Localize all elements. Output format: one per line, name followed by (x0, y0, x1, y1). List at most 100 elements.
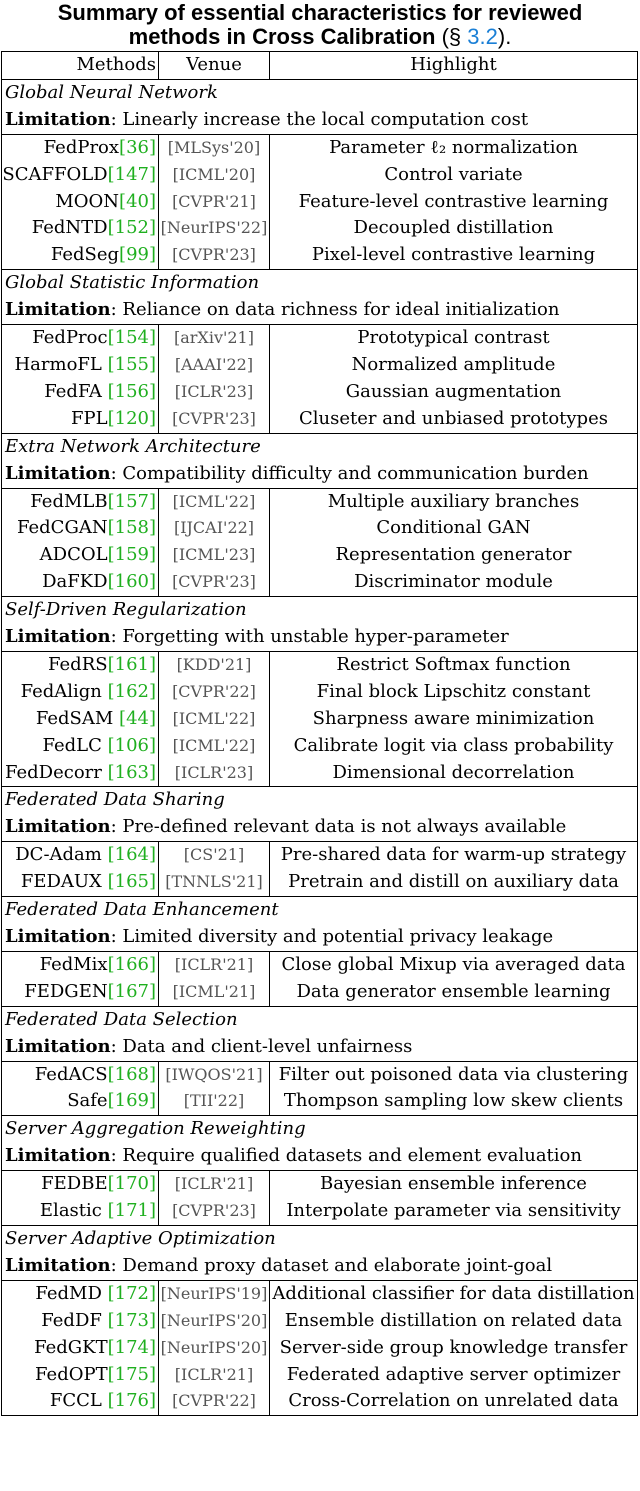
venue-cell: [ICLR'21] (158, 1361, 270, 1389)
highlight-cell: Filter out poisoned data via clustering (269, 1061, 638, 1089)
limitation-text: : Data and client-level unfairness (110, 1035, 413, 1057)
limitation-cell: Limitation: Compatibility difficulty and… (1, 460, 638, 489)
citation-link[interactable]: [175] (107, 1363, 156, 1385)
method-name: SCAFFOLD (2, 163, 108, 185)
citation-link[interactable]: [120] (107, 407, 156, 429)
citation-link[interactable]: [152] (107, 217, 156, 239)
method-cell: FedOPT[175] (1, 1361, 159, 1389)
category-name: Self-Driven Regularization (1, 596, 638, 625)
limitation-cell: Limitation: Reliance on data richness fo… (1, 297, 638, 326)
citation-link[interactable]: [160] (107, 571, 156, 593)
citation-link[interactable]: [40] (119, 190, 156, 212)
citation-link[interactable]: [166] (107, 953, 156, 975)
header-venue: Venue (158, 51, 270, 80)
table-caption: Summary of essential characteristics for… (0, 0, 640, 51)
method-name: FedCGAN (17, 517, 108, 539)
category-row: Server Adaptive Optimization (1, 1224, 638, 1253)
table-row: FedCGAN[158][IJCAI'22]Conditional GAN (1, 515, 638, 543)
citation-link[interactable]: [171] (107, 1200, 156, 1222)
citation-link[interactable]: [99] (119, 244, 156, 266)
highlight-cell: Parameter ℓ₂ normalization (269, 134, 638, 162)
limitation-row: Limitation: Linearly increase the local … (1, 106, 638, 135)
category-row: Global Statistic Information (1, 269, 638, 298)
limitation-row: Limitation: Forgetting with unstable hyp… (1, 624, 638, 652)
citation-link[interactable]: [174] (107, 1336, 156, 1358)
method-name: FedProc (32, 327, 108, 349)
limitation-text: : Demand proxy dataset and elaborate joi… (110, 1254, 553, 1276)
limitation-cell: Limitation: Demand proxy dataset and ela… (1, 1252, 638, 1281)
limitation-label: Limitation (5, 816, 111, 838)
limitation-row: Limitation: Reliance on data richness fo… (1, 297, 638, 326)
venue-cell: [NeurIPS'20] (158, 1307, 270, 1335)
citation-link[interactable]: [155] (107, 353, 156, 375)
highlight-cell: Discriminator module (269, 569, 638, 598)
table-row: FedFA [156][ICLR'23]Gaussian augmentatio… (1, 378, 638, 406)
limitation-cell: Limitation: Data and client-level unfair… (1, 1033, 638, 1062)
category-row: Extra Network Architecture (1, 432, 638, 461)
venue-cell: [ICML'23] (158, 542, 270, 570)
method-cell: DC-Adam [164] (1, 841, 159, 870)
venue-cell: [CVPR'21] (158, 188, 270, 216)
venue-cell: [CS'21] (158, 841, 270, 870)
table-row: FedSeg[99][CVPR'23]Pixel-level contrasti… (1, 242, 638, 271)
method-cell: FedSeg[99] (1, 242, 159, 271)
limitation-label: Limitation (5, 1145, 111, 1167)
method-cell: FedDF [173] (1, 1307, 159, 1335)
highlight-cell: Server-side group knowledge transfer (269, 1334, 638, 1362)
highlight-cell: Multiple auxiliary branches (269, 488, 638, 516)
category-row: Federated Data Selection (1, 1005, 638, 1034)
citation-link[interactable]: [158] (107, 517, 156, 539)
citation-link[interactable]: [170] (107, 1173, 156, 1195)
citation-link[interactable]: [162] (107, 680, 156, 702)
citation-link[interactable]: [173] (107, 1309, 156, 1331)
venue-cell: [ICML'21] (158, 978, 270, 1007)
citation-link[interactable]: [176] (107, 1390, 156, 1412)
highlight-cell: Prototypical contrast (269, 324, 638, 352)
citation-link[interactable]: [167] (107, 980, 156, 1002)
limitation-label: Limitation (5, 626, 111, 648)
citation-link[interactable]: [159] (107, 544, 156, 566)
citation-link[interactable]: [36] (119, 136, 156, 158)
citation-link[interactable]: [157] (107, 490, 156, 512)
citation-link[interactable]: [169] (107, 1090, 156, 1112)
limitation-text: : Require qualified datasets and element… (110, 1145, 582, 1167)
venue-cell: [MLSys'20] (158, 134, 270, 162)
citation-link[interactable]: [147] (107, 163, 156, 185)
method-cell: FedMD [172] (1, 1280, 159, 1308)
citation-link[interactable]: [156] (107, 380, 156, 402)
methods-table: Methods Venue Highlight Global Neural Ne… (1, 51, 638, 1417)
method-name: FedMLB (30, 490, 108, 512)
citation-link[interactable]: [161] (107, 653, 156, 675)
citation-link[interactable]: [154] (107, 327, 156, 349)
method-cell: DaFKD[160] (1, 569, 159, 598)
highlight-cell: Sharpness aware minimization (269, 705, 638, 733)
method-name: FedACS (34, 1063, 108, 1085)
caption-line-1: Summary of essential characteristics for… (57, 0, 583, 25)
header-highlight: Highlight (269, 51, 638, 80)
citation-link[interactable]: [44] (119, 707, 156, 729)
method-name: DaFKD (42, 571, 108, 593)
highlight-cell: Conditional GAN (269, 515, 638, 543)
method-cell: FedMix[166] (1, 951, 159, 979)
venue-cell: [ICML'20] (158, 161, 270, 189)
citation-link[interactable]: [106] (107, 734, 156, 756)
citation-link[interactable]: [164] (107, 844, 156, 866)
method-cell: Elastic [171] (1, 1198, 159, 1226)
category-row: Global Neural Network (1, 78, 638, 107)
category-name: Server Aggregation Reweighting (1, 1115, 638, 1144)
citation-link[interactable]: [163] (107, 761, 156, 783)
method-name: DC-Adam (15, 844, 108, 866)
method-name: FedSAM (35, 707, 120, 729)
highlight-cell: Dimensional decorrelation (269, 759, 638, 788)
method-name: FedRS (48, 653, 108, 675)
table-row: FEDGEN[167][ICML'21]Data generator ensem… (1, 978, 638, 1007)
citation-link[interactable]: [172] (107, 1282, 156, 1304)
highlight-cell: Pixel-level contrastive learning (269, 242, 638, 271)
citation-link[interactable]: [168] (107, 1063, 156, 1085)
method-cell: ADCOL[159] (1, 542, 159, 570)
section-ref-link[interactable]: 3.2 (467, 24, 498, 49)
table-row: FedLC [106][ICML'22]Calibrate logit via … (1, 732, 638, 760)
citation-link[interactable]: [165] (107, 871, 156, 893)
method-name: FedMix (39, 953, 108, 975)
venue-cell: [CVPR'23] (158, 1198, 270, 1226)
